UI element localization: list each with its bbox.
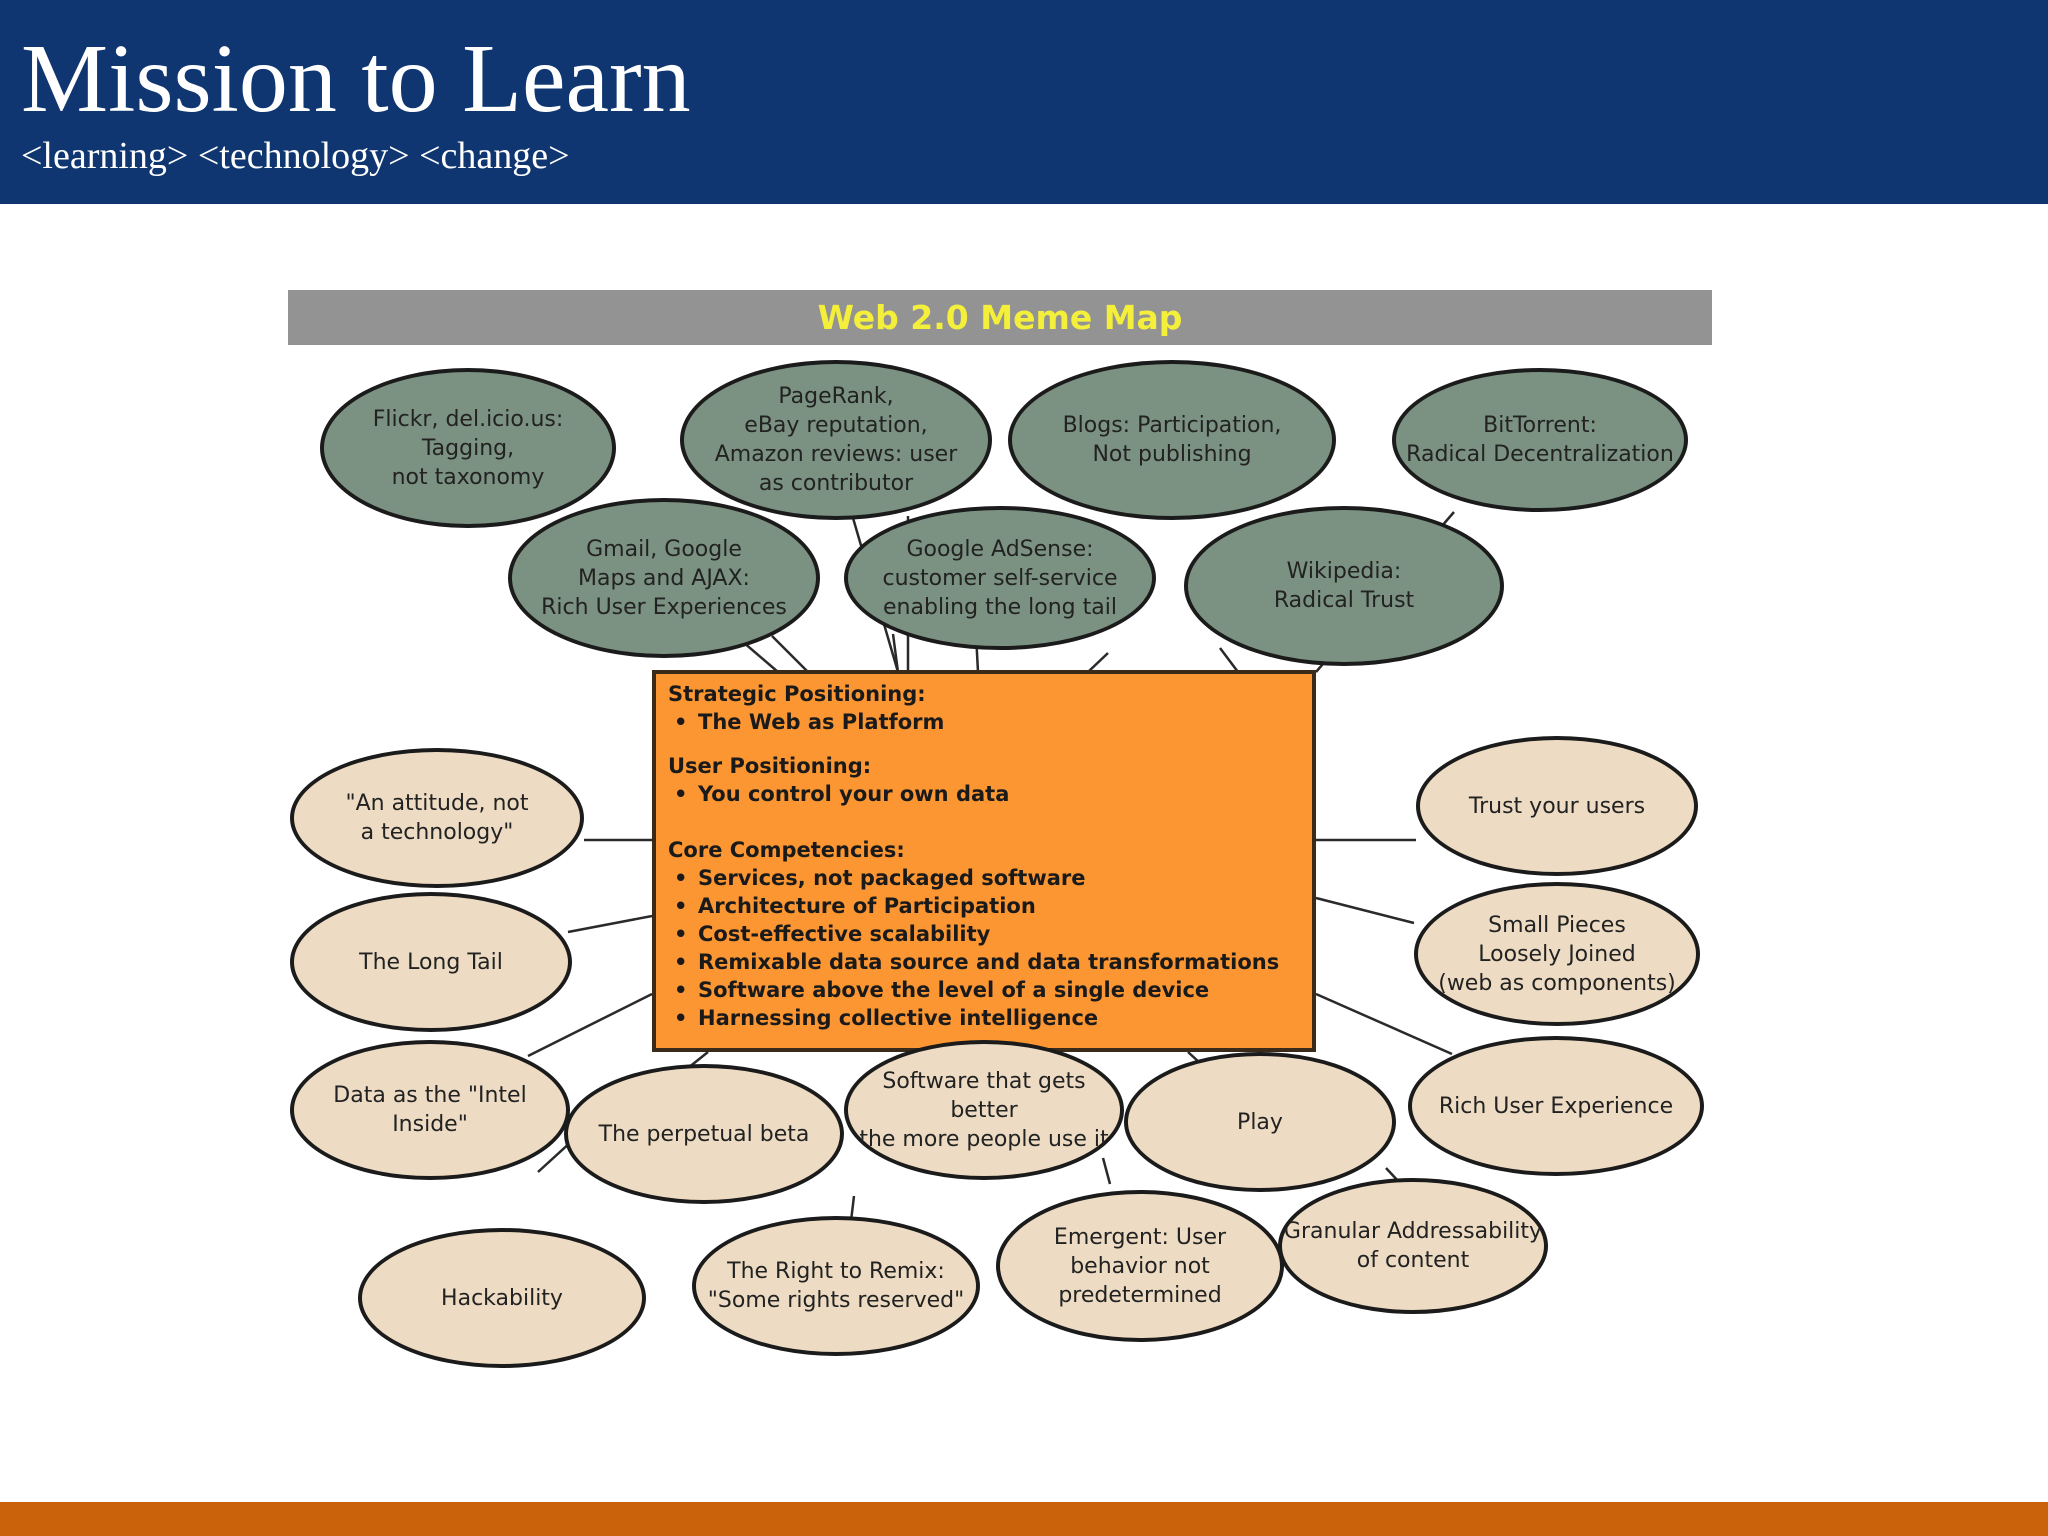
user-positioning-list: You control your own data (668, 780, 1300, 808)
node-trust-your-users: Trust your users (1416, 736, 1698, 876)
node-wikipedia: Wikipedia: Radical Trust (1184, 506, 1504, 666)
node-right-to-remix: The Right to Remix: "Some rights reserve… (692, 1216, 980, 1356)
node-blogs-participation: Blogs: Participation, Not publishing (1008, 360, 1336, 520)
connector-long-tail (567, 914, 653, 934)
connector-intel (527, 992, 653, 1058)
connector-gmail-a (742, 641, 779, 673)
node-long-tail: The Long Tail (290, 892, 572, 1032)
core-competency-item: Cost-effective scalability (668, 920, 1300, 948)
connector-wikipedia (1219, 647, 1239, 673)
node-rich-user-experiences: Gmail, Google Maps and AJAX: Rich User E… (508, 498, 820, 658)
meme-map-banner (288, 290, 1712, 345)
title-bar: Mission to Learn <learning> <technology>… (0, 0, 2048, 204)
user-positioning-item: You control your own data (668, 780, 1300, 808)
core-competencies-heading: Core Competencies: (668, 838, 905, 862)
strategic-positioning-item: The Web as Platform (668, 708, 1300, 736)
connector-small-pieces (1315, 896, 1415, 925)
meme-map-title: Web 2.0 Meme Map (817, 298, 1183, 337)
node-google-adsense: Google AdSense: customer self-service en… (844, 506, 1156, 650)
slide-subtitle: <learning> <technology> <change> (21, 135, 570, 177)
core-competencies-section: Core Competencies: Services, not package… (668, 836, 1300, 1032)
connector-wikipedia-b (1087, 652, 1109, 673)
node-emergent-behavior: Emergent: User behavior not predetermine… (996, 1190, 1284, 1342)
connector-gmail-b (771, 635, 809, 673)
core-principles-box: Strategic Positioning: The Web as Platfo… (652, 670, 1316, 1052)
slide-title: Mission to Learn (21, 25, 691, 133)
connector-emergent (1101, 1157, 1112, 1185)
user-positioning-section: User Positioning: You control your own d… (668, 752, 1300, 808)
node-hackability: Hackability (358, 1228, 646, 1368)
core-competency-item: Services, not packaged software (668, 864, 1300, 892)
strategic-positioning-list: The Web as Platform (668, 708, 1300, 736)
node-user-as-contributor: PageRank, eBay reputation, Amazon review… (680, 360, 992, 520)
user-positioning-heading: User Positioning: (668, 754, 872, 778)
node-attitude-not-technology: "An attitude, not a technology" (290, 748, 584, 888)
footer-bar (0, 1502, 2048, 1536)
core-competency-item: Remixable data source and data transform… (668, 948, 1300, 976)
core-competencies-list: Services, not packaged software Architec… (668, 864, 1300, 1032)
node-software-gets-better: Software that gets better the more peopl… (844, 1040, 1124, 1180)
strategic-positioning-section: Strategic Positioning: The Web as Platfo… (668, 680, 1300, 736)
connector-adsense-a (891, 633, 900, 673)
connector-rich-ux (1315, 992, 1453, 1056)
node-bittorrent: BitTorrent: Radical Decentralization (1392, 368, 1688, 512)
node-rich-user-experience: Rich User Experience (1408, 1036, 1704, 1176)
strategic-positioning-heading: Strategic Positioning: (668, 682, 926, 706)
core-competency-item: Architecture of Participation (668, 892, 1300, 920)
node-granular-addressability: Granular Addressability of content (1278, 1178, 1548, 1314)
core-competency-item: Harnessing collective intelligence (668, 1004, 1300, 1032)
node-tagging: Flickr, del.icio.us: Tagging, not taxono… (320, 368, 616, 528)
meme-map-diagram: Web 2.0 Meme Map Flickr (288, 288, 1712, 1368)
node-data-intel-inside: Data as the "Intel Inside" (290, 1040, 570, 1180)
node-small-pieces: Small Pieces Loosely Joined (web as comp… (1414, 882, 1700, 1026)
node-play: Play (1124, 1052, 1396, 1192)
node-perpetual-beta: The perpetual beta (564, 1064, 844, 1204)
core-competency-item: Software above the level of a single dev… (668, 976, 1300, 1004)
